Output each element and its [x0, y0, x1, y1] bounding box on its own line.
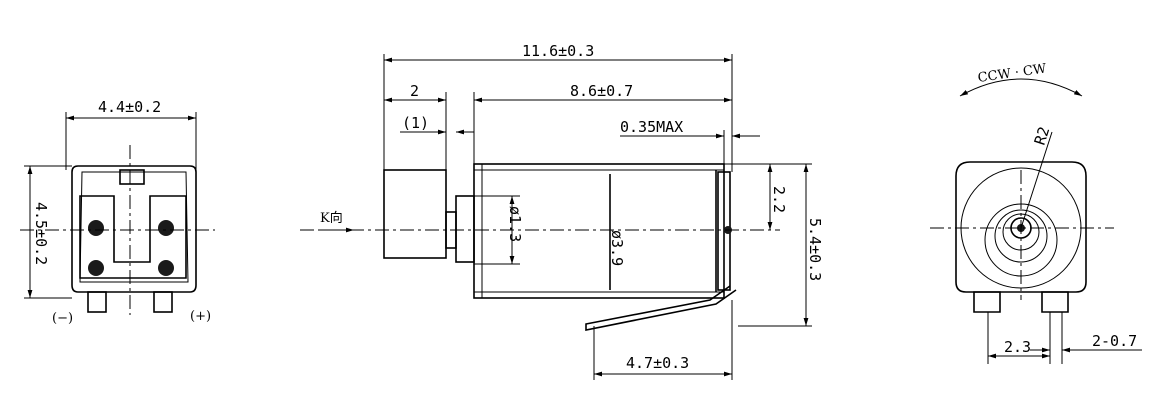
view-direction-label: K向 — [320, 210, 343, 226]
positive-terminal-label: (+) — [190, 309, 211, 324]
negative-terminal-label: (−) — [52, 311, 73, 326]
end-leg-right — [1041, 291, 1069, 313]
terminal-strip — [585, 285, 737, 331]
terminal-pad-4 — [158, 260, 174, 276]
rotation-label: CCW · CW — [977, 61, 1048, 86]
body-diameter-dim: ø3.9 — [608, 230, 626, 266]
half-height-dim: 2.2 — [770, 186, 788, 213]
overall-length-dim: 11.6±0.3 — [522, 42, 594, 60]
pin-width-dim: 2-0.7 — [1092, 332, 1137, 350]
front-width-dim: 4.4±0.2 — [98, 98, 161, 116]
rotation-arrow — [959, 78, 1083, 97]
end-view: R2 CCW · CW 2.3 2-0.7 — [930, 61, 1142, 364]
end-bearing — [455, 195, 475, 263]
end-body-outline — [955, 161, 1087, 293]
overhang-dim: 0.35MAX — [620, 118, 683, 136]
gap-dim: (1) — [402, 114, 429, 132]
front-leg-left — [87, 291, 107, 313]
front-leg-right — [153, 291, 173, 313]
radius-dim: R2 — [1031, 124, 1054, 147]
front-top-tab — [119, 169, 145, 185]
total-height-dim: 5.4±0.3 — [806, 218, 824, 281]
pin-pitch-dim: 2.3 — [1004, 338, 1031, 356]
eccentric-weight — [383, 169, 447, 259]
front-view: 4.4±0.2 4.5±0.2 (−) (+) — [20, 98, 215, 326]
front-terminal-frame — [79, 195, 187, 279]
side-view: K向 11.6±0.3 2 8.6±0.7 (1) 0.35MAX ø1.3 ø… — [300, 42, 824, 380]
shaft-diameter-dim: ø1.3 — [506, 206, 524, 242]
weight-length-dim: 2 — [410, 82, 419, 100]
terminal-pad-1 — [88, 220, 104, 236]
terminal-pad-2 — [88, 260, 104, 276]
front-body-outline — [71, 165, 197, 293]
end-leg-left — [973, 291, 1001, 313]
motor-body — [473, 163, 725, 299]
terminal-pad-3 — [158, 220, 174, 236]
terminal-length-dim: 4.7±0.3 — [626, 354, 689, 372]
body-length-dim: 8.6±0.7 — [570, 82, 633, 100]
front-height-dim: 4.5±0.2 — [32, 202, 50, 265]
